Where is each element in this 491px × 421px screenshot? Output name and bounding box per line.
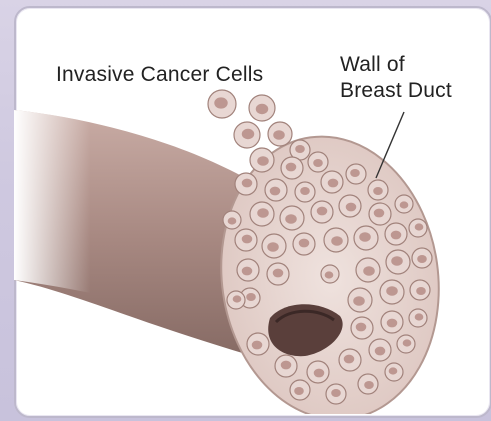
- cell-nucleus: [350, 169, 360, 177]
- cell-nucleus: [313, 159, 323, 167]
- cell-nucleus: [214, 97, 227, 108]
- cell-nucleus: [281, 361, 292, 370]
- cell-nucleus: [403, 339, 412, 346]
- cell-nucleus: [356, 323, 367, 332]
- cell-nucleus: [415, 223, 424, 230]
- cell-nucleus: [353, 296, 365, 306]
- wall-label-line-1: Wall of: [340, 52, 491, 78]
- cell-nucleus: [386, 286, 398, 296]
- cell-nucleus: [374, 209, 385, 218]
- cell-nucleus: [300, 187, 310, 195]
- cell-nucleus: [267, 242, 279, 252]
- cell-nucleus: [233, 295, 242, 302]
- cell-nucleus: [391, 256, 403, 266]
- cell-nucleus: [325, 271, 334, 278]
- cell-nucleus: [257, 208, 269, 218]
- cell-nucleus: [256, 104, 268, 114]
- cell-nucleus: [242, 267, 253, 276]
- cell-nucleus: [270, 187, 281, 196]
- cell-nucleus: [359, 232, 371, 242]
- cell-nucleus: [344, 355, 355, 364]
- cell-nucleus: [295, 145, 305, 153]
- cell-nucleus: [294, 387, 304, 395]
- wall-of-breast-duct-label: Wall of Breast Duct: [340, 52, 491, 104]
- cell-nucleus: [257, 156, 269, 166]
- cell-nucleus: [364, 381, 374, 389]
- cell-nucleus: [246, 293, 256, 301]
- wall-label-line-2: Breast Duct: [340, 78, 491, 104]
- cell-nucleus: [416, 287, 426, 295]
- cell-nucleus: [299, 239, 310, 248]
- cell-nucleus: [389, 367, 398, 374]
- cell-nucleus: [363, 266, 375, 276]
- cell-nucleus: [331, 389, 341, 397]
- cell-nucleus: [242, 179, 253, 188]
- cell-nucleus: [415, 313, 424, 320]
- cell-nucleus: [387, 319, 398, 328]
- cell-nucleus: [273, 269, 284, 278]
- cell-nucleus: [317, 207, 328, 216]
- cell-nucleus: [285, 214, 297, 224]
- cell-nucleus: [286, 163, 297, 172]
- cell-nucleus: [373, 187, 383, 195]
- cell-nucleus: [242, 235, 253, 244]
- cell-nucleus: [331, 236, 343, 246]
- cell-nucleus: [242, 129, 254, 139]
- cell-nucleus: [417, 255, 427, 263]
- cell-nucleus: [375, 347, 386, 356]
- cell-nucleus: [314, 369, 325, 378]
- cell-nucleus: [346, 203, 357, 212]
- cell-nucleus: [252, 341, 263, 350]
- cell-nucleus: [328, 179, 339, 188]
- cell-nucleus: [273, 130, 285, 140]
- invasive-cancer-cells-label: Invasive Cancer Cells: [56, 62, 263, 88]
- cell-nucleus: [400, 201, 409, 208]
- cell-nucleus: [391, 231, 402, 240]
- cell-nucleus: [228, 217, 237, 224]
